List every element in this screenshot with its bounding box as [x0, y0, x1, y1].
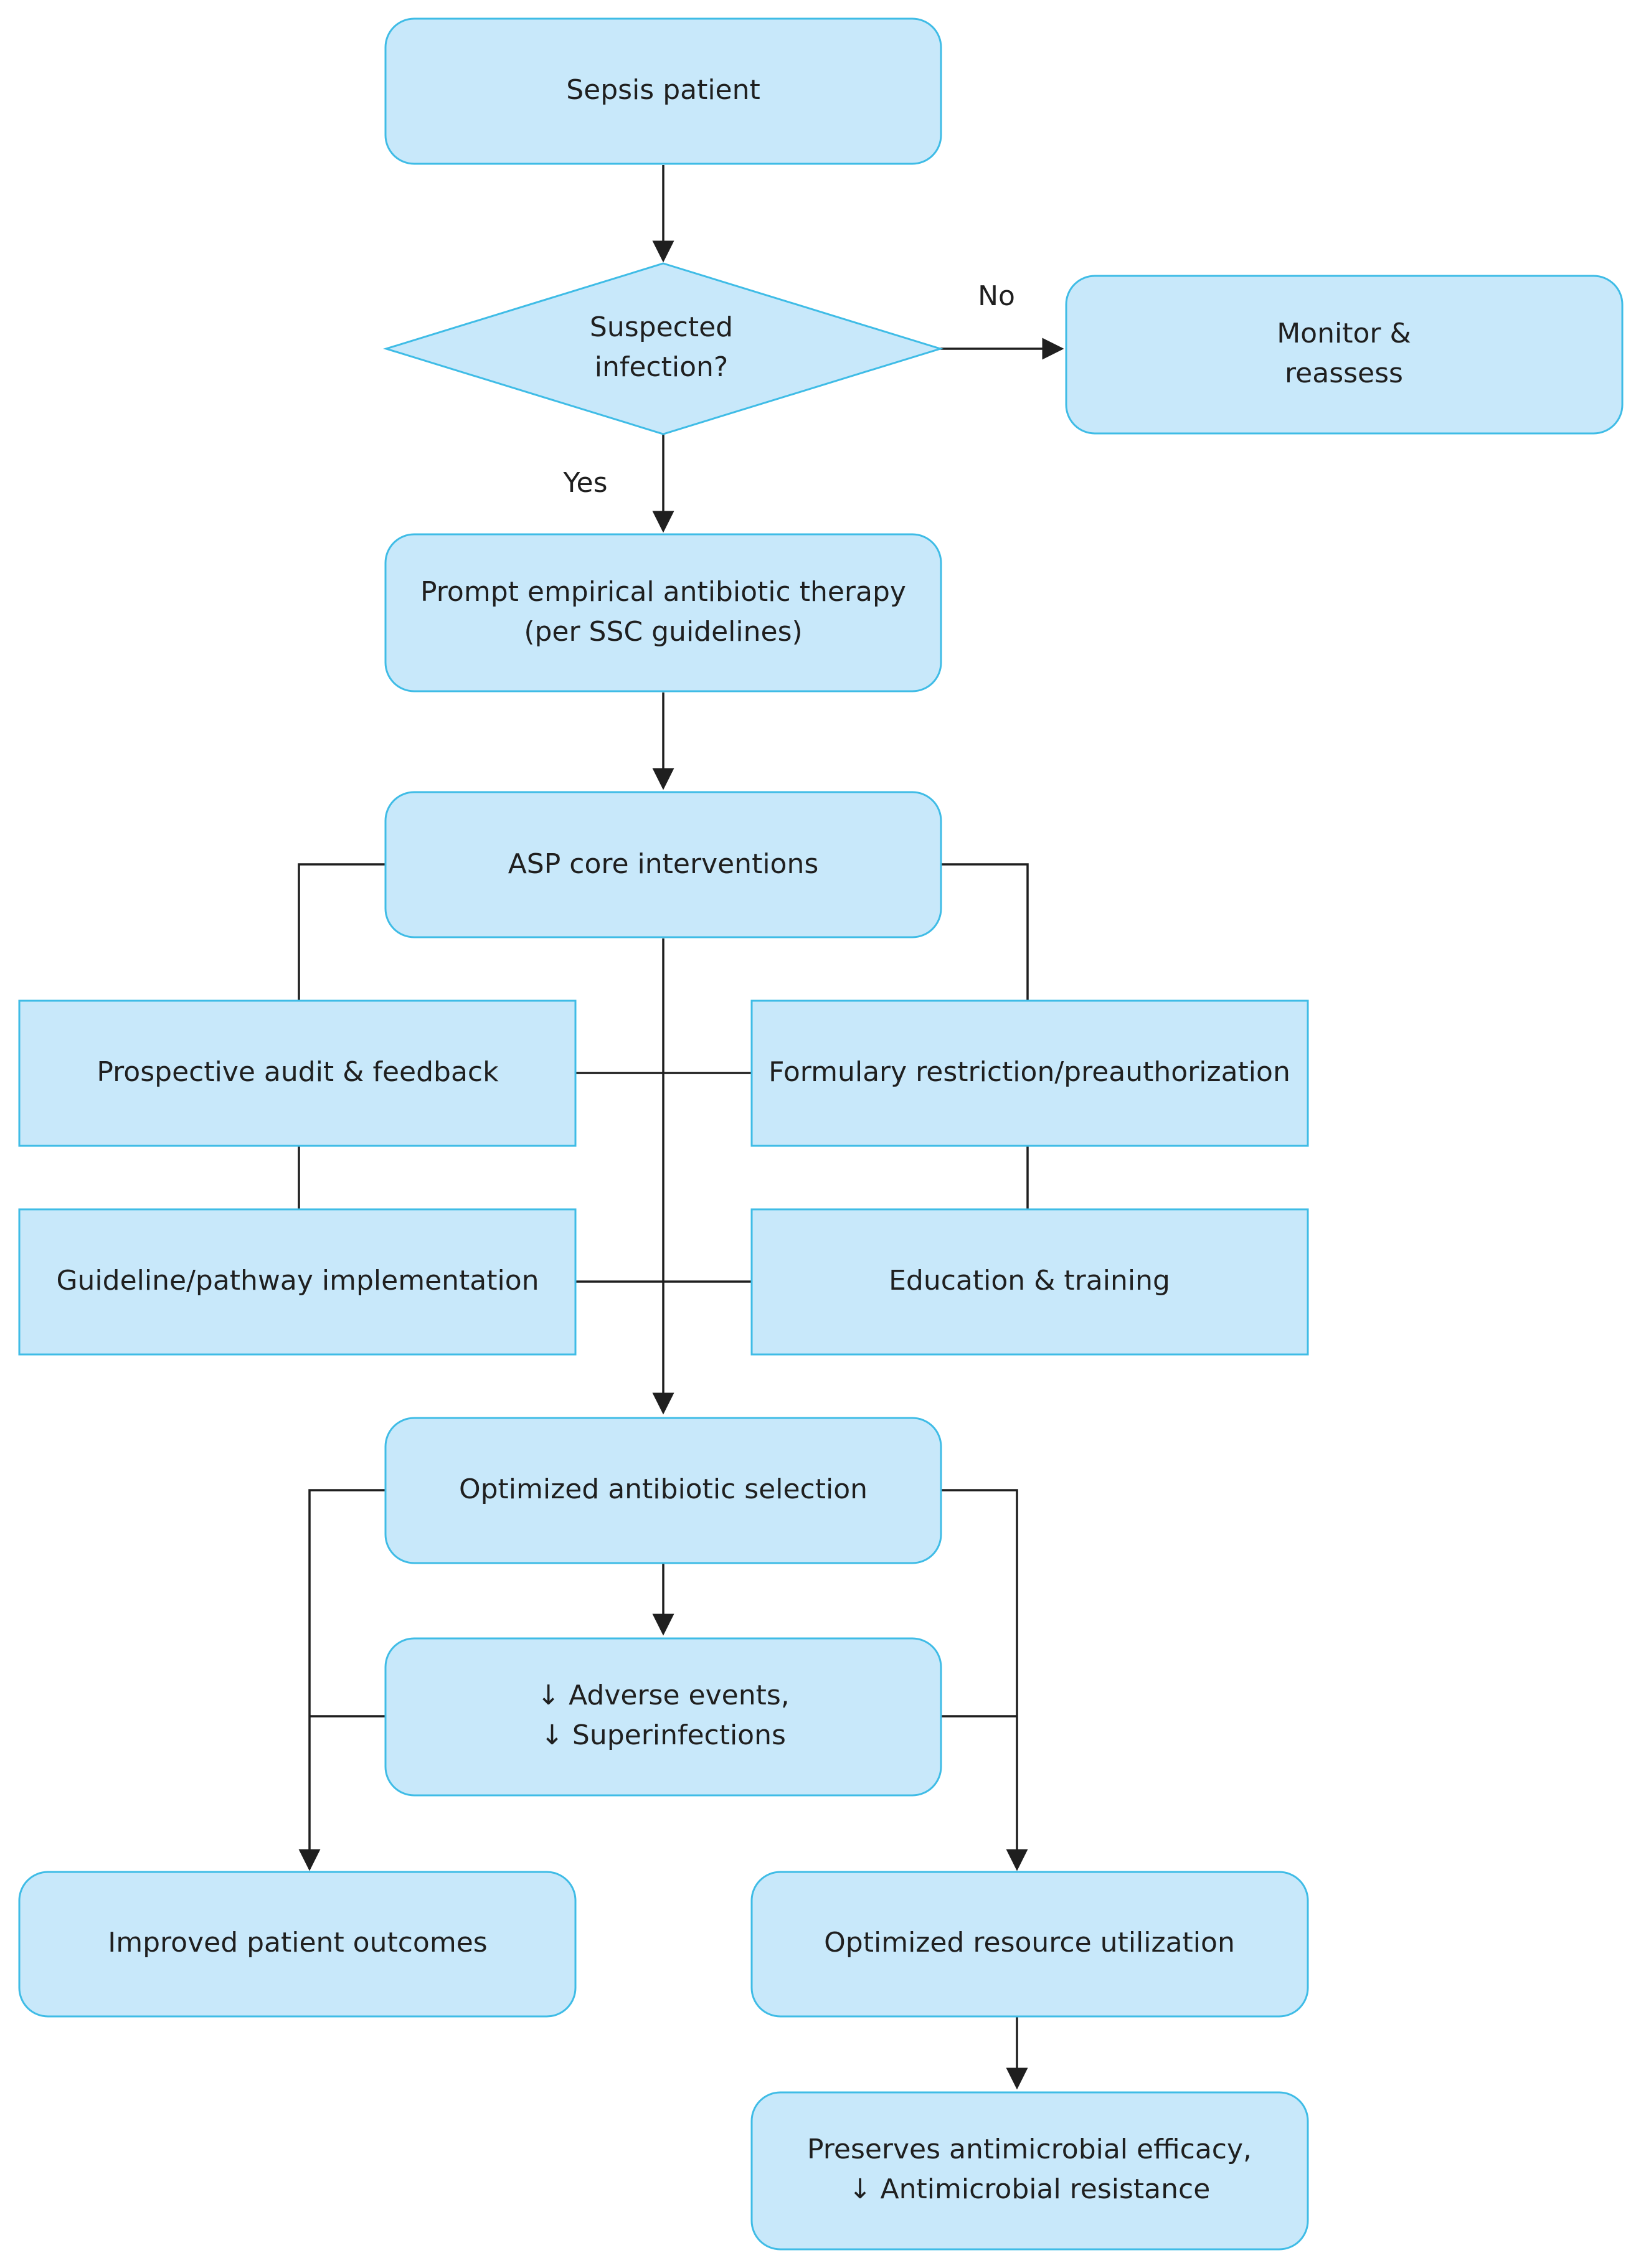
node-asp-core-interventions: ASP core interventions — [384, 791, 942, 938]
svg-text:Optimized resource utilization: Optimized resource utilization — [824, 1927, 1235, 1959]
svg-text:Prompt empirical antibiotic th: Prompt empirical antibiotic therapy (per … — [420, 576, 906, 648]
decision-suspected-infection: Suspected infection? — [382, 262, 944, 435]
svg-text:Optimized antibiotic selection: Optimized antibiotic selection — [459, 1473, 868, 1505]
node-label-line: reassess — [1285, 357, 1403, 389]
node-preserves-antimicrobial-efficacy: Preserves antimicrobial efficacy, ↓ Antim… — [750, 2091, 1309, 2251]
node-label-line: Sepsis patient — [566, 74, 760, 106]
edge-label-yes: Yes — [562, 467, 607, 499]
svg-text:Guideline/pathway implementati: Guideline/pathway implementation — [56, 1265, 539, 1297]
svg-text:Prospective audit & feedback: Prospective audit & feedback — [97, 1056, 499, 1088]
svg-text:ASP core interventions: ASP core interventions — [508, 848, 819, 880]
node-label-line: ↓ Adverse events, — [537, 1680, 790, 1711]
node-label-line: Formulary restriction/preauthorization — [768, 1056, 1290, 1088]
node-guideline-implementation: Guideline/pathway implementation — [18, 1208, 577, 1356]
svg-text:Formulary restriction/preautho: Formulary restriction/preauthorization — [768, 1056, 1290, 1088]
node-improved-patient-outcomes: Improved patient outcomes — [18, 1871, 577, 2018]
node-sepsis-patient: Sepsis patient — [384, 17, 942, 165]
node-prospective-audit: Prospective audit & feedback — [18, 999, 577, 1147]
svg-text:Sepsis patient: Sepsis patient — [566, 74, 760, 106]
node-optimized-antibiotic-selection: Optimized antibiotic selection — [384, 1417, 942, 1564]
connectors — [298, 165, 1064, 2090]
line-asp-to-formulary — [941, 863, 1029, 1001]
line-asp-to-audit — [298, 863, 385, 1001]
svg-text:Monitor &reassess: Monitor & reassess — [1277, 318, 1411, 389]
node-label-line: Prompt empirical antibiotic therapy — [420, 576, 906, 608]
node-label-line: Improved patient outcomes — [108, 1927, 487, 1959]
node-label-line: Optimized antibiotic selection — [459, 1473, 868, 1505]
node-label-line: ASP core interventions — [508, 848, 819, 880]
node-label-line: ↓ Antimicrobial resistance — [849, 2173, 1211, 2205]
node-label-line: Guideline/pathway implementation — [56, 1265, 539, 1297]
node-label-line: Prospective audit & feedback — [97, 1056, 499, 1088]
node-monitor-reassess: Monitor & reassess — [1065, 275, 1624, 435]
node-formulary-restriction: Formulary restriction/preauthorization — [750, 999, 1309, 1147]
node-label-line: ↓ Superinfections — [541, 1719, 786, 1751]
node-prompt-empirical-therapy: Prompt empirical antibiotic therapy (per … — [384, 533, 942, 692]
node-label-line: Education & training — [889, 1265, 1170, 1297]
node-adverse-events: ↓ Adverse events, ↓ Superinfections — [384, 1637, 942, 1797]
edge-label-no: No — [978, 280, 1015, 312]
svg-text:Improved patient outcomes: Improved patient outcomes — [108, 1927, 487, 1959]
node-label-line: Suspected — [590, 311, 733, 343]
svg-text:↓ Adverse events,↓ Superinfect: ↓ Adverse events, ↓ Superinfections — [537, 1680, 790, 1751]
node-label-line: Monitor & — [1277, 318, 1411, 349]
node-education-training: Education & training — [750, 1208, 1309, 1356]
arrow-selection-to-outcomes — [298, 1489, 385, 1871]
node-label-line: Optimized resource utilization — [824, 1927, 1235, 1959]
node-label-line: (per SSC guidelines) — [524, 616, 802, 648]
node-label-line: Preserves antimicrobial efficacy, — [807, 2133, 1252, 2165]
svg-text:Preserves antimicrobial effica: Preserves antimicrobial efficacy, ↓ Antim… — [807, 2133, 1252, 2205]
node-optimized-resource-utilization: Optimized resource utilization — [750, 1871, 1309, 2018]
svg-text:Education & training: Education & training — [889, 1265, 1170, 1297]
arrow-selection-to-resource — [941, 1489, 1028, 1871]
node-label-line: infection? — [595, 351, 729, 383]
